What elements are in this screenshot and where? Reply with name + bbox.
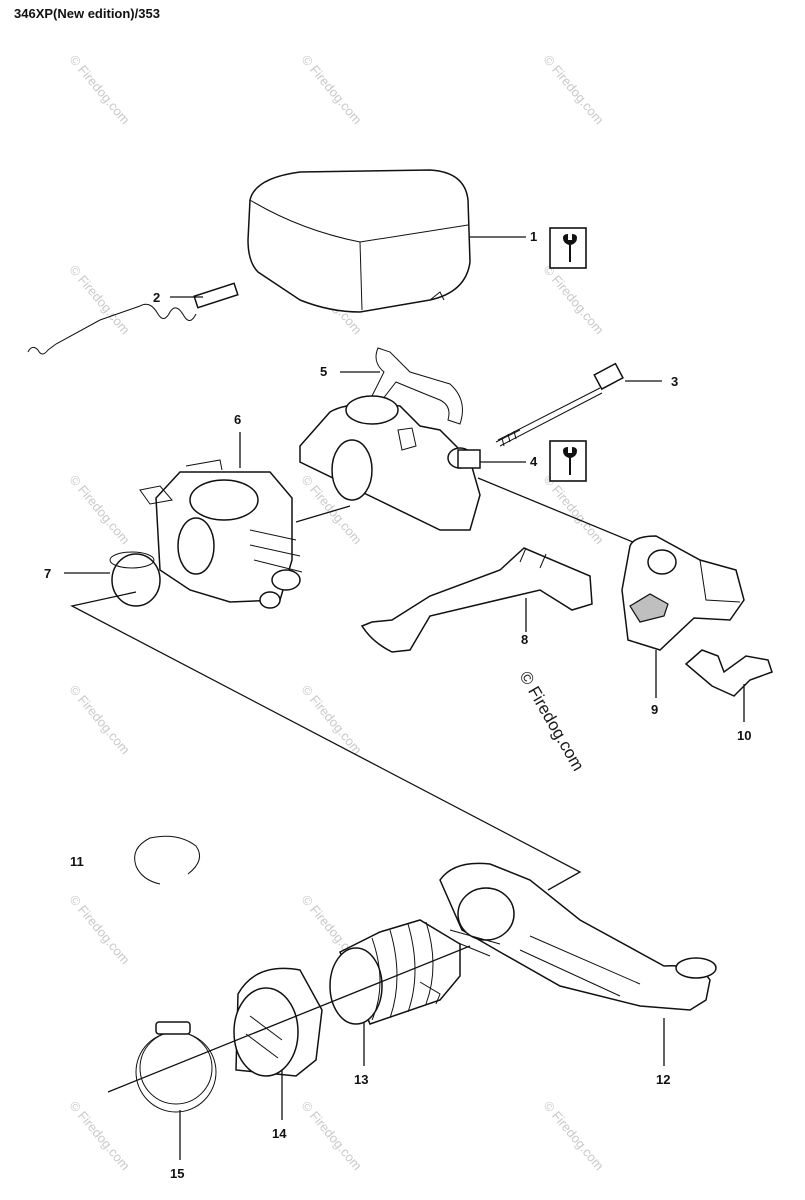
- part-12-intake-support[interactable]: [439, 862, 717, 1011]
- part-6-carburettor[interactable]: [139, 459, 303, 609]
- part-10-spring[interactable]: [684, 649, 773, 697]
- callout-13: 13: [354, 1072, 369, 1087]
- callout-1: 1: [530, 229, 538, 244]
- callout-15: 15: [170, 1166, 185, 1181]
- callout-2: 2: [153, 290, 161, 305]
- callout-3: 3: [671, 374, 679, 389]
- part-14-adaptor[interactable]: [233, 967, 323, 1077]
- callout-9: 9: [651, 702, 659, 717]
- callout-7: 7: [44, 566, 52, 581]
- callout-5: 5: [320, 364, 328, 379]
- part-2-choke-rod[interactable]: [27, 282, 239, 355]
- part-4-intake-adaptor[interactable]: [299, 395, 481, 531]
- callout-14: 14: [272, 1126, 287, 1141]
- part-13-rubber-boot[interactable]: [329, 919, 461, 1025]
- wrench-info-icon: [549, 440, 587, 482]
- part-8-throttle-rod[interactable]: [360, 547, 593, 653]
- part-5-bracket[interactable]: [371, 347, 463, 425]
- callout-10: 10: [737, 728, 752, 743]
- part-9-throttle-trigger[interactable]: [621, 535, 745, 651]
- callout-11: 11: [70, 854, 84, 869]
- callout-4: 4: [530, 454, 538, 469]
- part-7-flange[interactable]: [109, 551, 161, 607]
- part-15-hose-clamp[interactable]: [135, 1021, 217, 1113]
- part-3-screw[interactable]: [495, 362, 624, 447]
- diagram-title: 346XP(New edition)/353: [14, 6, 160, 21]
- callout-8: 8: [521, 632, 529, 647]
- wrench-info-icon: [549, 227, 587, 269]
- part-11-circlip[interactable]: [134, 835, 201, 885]
- part-1-air-filter-cover[interactable]: [247, 169, 471, 313]
- callout-6: 6: [234, 412, 242, 427]
- callout-12: 12: [656, 1072, 671, 1087]
